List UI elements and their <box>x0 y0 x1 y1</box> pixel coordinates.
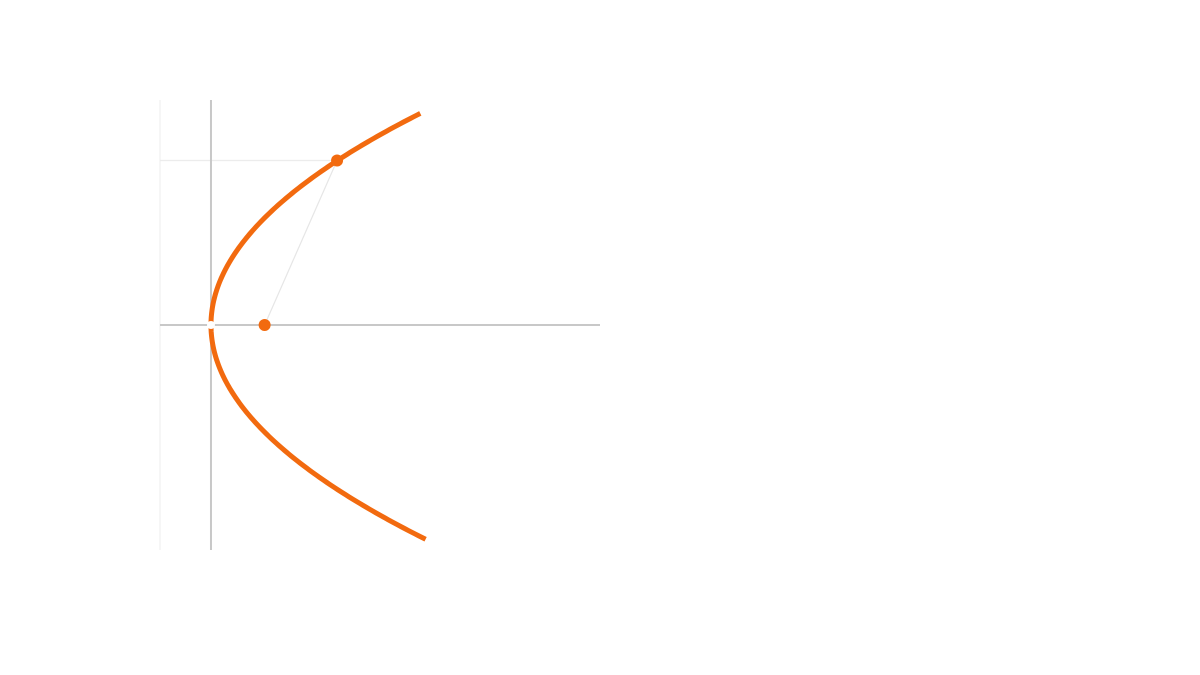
focus-point <box>258 319 271 331</box>
vertex-marker <box>206 321 215 329</box>
focus-to-point-segment <box>264 160 338 326</box>
point-on-parabola <box>331 154 344 167</box>
plot-area <box>159 100 600 550</box>
parabola-curve <box>208 111 427 542</box>
